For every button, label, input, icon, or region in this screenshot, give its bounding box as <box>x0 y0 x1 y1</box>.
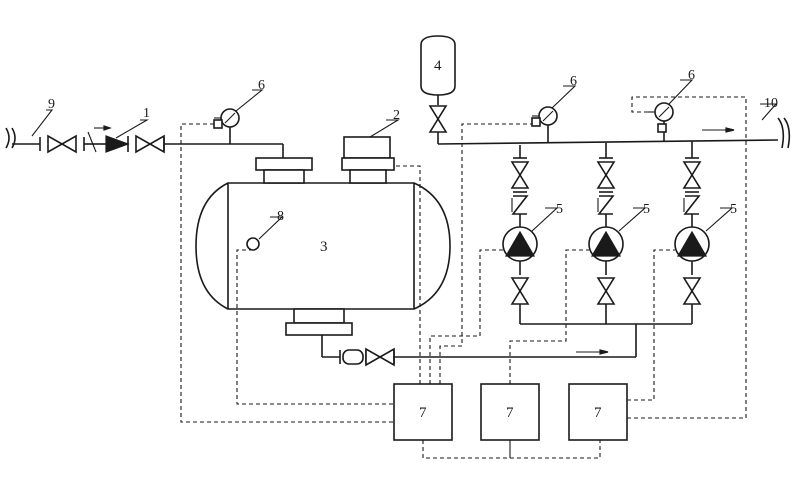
pump-branch-1 <box>502 145 538 324</box>
label-pump-5-1: 5 <box>556 202 563 217</box>
label-control-7-3: 7 <box>594 405 602 421</box>
label-pump-5-2: 5 <box>643 202 650 217</box>
inlet-pipe <box>5 125 284 158</box>
leader-lines <box>31 79 778 240</box>
label-control-7-2: 7 <box>506 405 514 421</box>
label-tank-3: 3 <box>320 239 328 255</box>
pressure-gauge-header-2 <box>648 102 674 141</box>
label-outlet-10: 10 <box>764 96 778 111</box>
label-gauge-6-header-2: 6 <box>688 68 695 83</box>
control-boxes <box>393 383 628 458</box>
pressure-gauge-inlet <box>213 108 240 144</box>
pressure-gauge-header-1 <box>531 106 558 143</box>
pump-branch-2 <box>588 143 624 324</box>
label-vessel-4: 4 <box>434 58 442 74</box>
label-pump-5-3: 5 <box>730 202 737 217</box>
tank-outlet-pipe <box>321 324 637 367</box>
pump-branch-3 <box>674 141 710 324</box>
label-tank-cap-2: 2 <box>393 108 400 123</box>
label-inlet-9: 9 <box>48 97 55 112</box>
label-gauge-6-header-1: 6 <box>570 74 577 89</box>
label-check-valve-1: 1 <box>143 106 150 121</box>
label-control-7-1: 7 <box>419 405 427 421</box>
label-sensor-8: 8 <box>277 209 284 224</box>
label-gauge-6-inlet: 6 <box>258 78 265 93</box>
control-wiring <box>180 96 747 459</box>
outlet-header <box>437 117 791 149</box>
expansion-vessel <box>420 35 456 144</box>
pressure-tank <box>195 136 451 336</box>
